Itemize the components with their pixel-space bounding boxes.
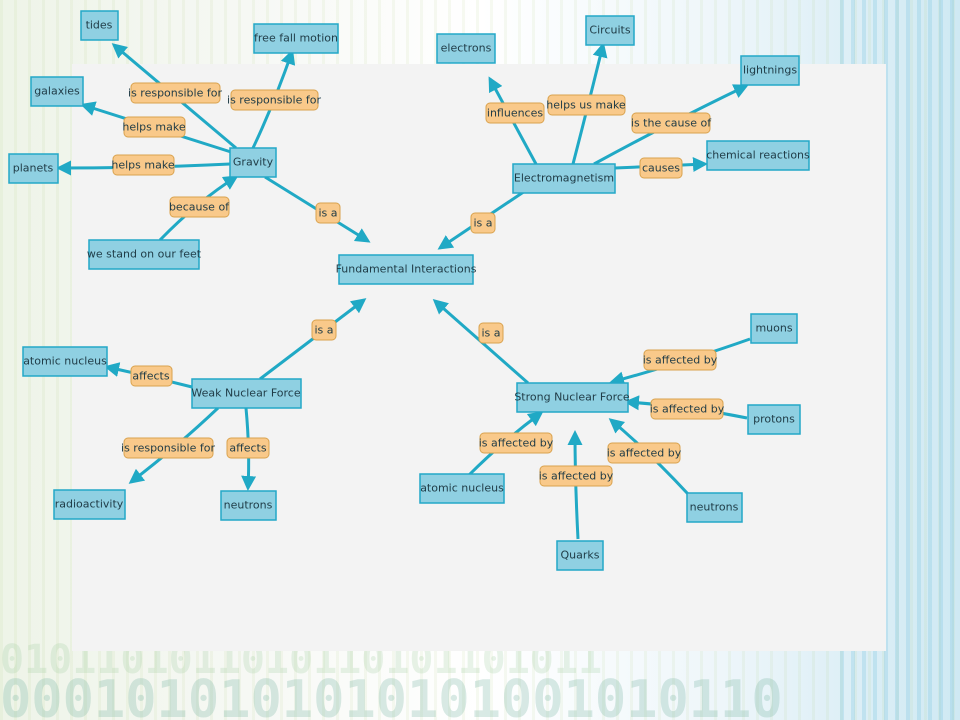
svg-text:Strong Nuclear Force: Strong Nuclear Force [514, 391, 630, 404]
svg-text:Circuits: Circuits [589, 24, 630, 37]
svg-text:atomic nucleus: atomic nucleus [420, 482, 504, 495]
concept-fundamental-interactions[interactable]: Fundamental Interactions [336, 254, 477, 285]
concept-galaxies[interactable]: galaxies [30, 76, 84, 107]
link-label-gravity-planets: helps make [111, 154, 175, 176]
concept-muons[interactable]: muons [750, 313, 798, 344]
svg-text:Fundamental Interactions: Fundamental Interactions [336, 263, 477, 276]
svg-text:Weak Nuclear Force: Weak Nuclear Force [191, 387, 300, 400]
svg-text:is a: is a [473, 217, 492, 230]
svg-text:is affected by: is affected by [650, 403, 725, 416]
concept-electrons[interactable]: electrons [436, 33, 496, 64]
svg-text:we stand on our feet: we stand on our feet [87, 248, 202, 261]
concept-map-panel: is a is a is a is a is responsible for i… [8, 10, 886, 651]
svg-text:because of: because of [169, 201, 230, 214]
link-label-weak-isa: is a [311, 319, 337, 341]
link-label-weak-neutrons: affects [226, 437, 270, 459]
svg-text:electrons: electrons [441, 42, 492, 55]
link-label-gravity-isa: is a [315, 202, 341, 224]
concept-atomic-nucleus-weak[interactable]: atomic nucleus [22, 346, 108, 377]
svg-text:is responsible for: is responsible for [227, 94, 321, 107]
svg-text:is affected by: is affected by [607, 447, 682, 460]
link-label-gravity-galaxies: helps make [122, 116, 186, 138]
concept-gravity[interactable]: Gravity [229, 147, 277, 178]
concept-strong-nuclear-force[interactable]: Strong Nuclear Force [514, 382, 630, 413]
concepts: Fundamental Interactions Gravity Electro… [8, 10, 810, 571]
link-labels: is a is a is a is a is responsible for i… [111, 82, 725, 487]
concept-radioactivity[interactable]: radioactivity [53, 489, 126, 520]
svg-text:neutrons: neutrons [690, 501, 739, 514]
concept-neutrons-strong[interactable]: neutrons [686, 492, 743, 523]
link-label-strong-atomic: is affected by [479, 432, 554, 454]
svg-text:causes: causes [642, 162, 680, 175]
svg-text:lightnings: lightnings [743, 64, 797, 77]
concept-lightnings[interactable]: lightnings [740, 55, 800, 86]
svg-text:Gravity: Gravity [233, 156, 274, 169]
concept-atomic-nucleus-strong[interactable]: atomic nucleus [419, 473, 505, 504]
svg-text:is affected by: is affected by [643, 354, 718, 367]
concept-electromagnetism[interactable]: Electromagnetism [512, 163, 616, 194]
link-label-strong-neutrons: is affected by [607, 442, 682, 464]
link-label-em-circuits: helps us make [546, 94, 626, 116]
link-label-em-lightnings: is the cause of [631, 112, 712, 134]
concept-protons[interactable]: protons [747, 404, 801, 435]
link-label-strong-quarks: is affected by [539, 465, 614, 487]
link-label-weak-atomic: affects [130, 365, 173, 387]
concept-we-stand-on-our-feet[interactable]: we stand on our feet [87, 239, 202, 270]
concept-free-fall-motion[interactable]: free fall motion [253, 23, 339, 54]
link-label-em-chemical: causes [639, 157, 683, 179]
binary-row-2: 0001010101010101001010110 [0, 670, 783, 720]
svg-text:chemical reactions: chemical reactions [706, 149, 810, 162]
svg-text:radioactivity: radioactivity [55, 498, 124, 511]
edge-weak-fundamental [259, 298, 367, 381]
svg-text:Quarks: Quarks [561, 549, 600, 562]
svg-text:neutrons: neutrons [224, 499, 273, 512]
link-label-strong-protons: is affected by [650, 398, 725, 420]
svg-text:is a: is a [481, 327, 500, 340]
svg-text:is a: is a [314, 324, 333, 337]
svg-text:is affected by: is affected by [539, 470, 614, 483]
svg-text:helps us make: helps us make [546, 99, 626, 112]
svg-text:atomic nucleus: atomic nucleus [23, 355, 107, 368]
concept-planets[interactable]: planets [8, 153, 59, 184]
svg-text:is affected by: is affected by [479, 437, 554, 450]
link-label-gravity-freefall: is responsible for [227, 89, 321, 111]
svg-text:affects: affects [132, 370, 169, 383]
link-label-strong-muons: is affected by [643, 349, 718, 371]
svg-text:affects: affects [229, 442, 266, 455]
concept-circuits[interactable]: Circuits [585, 15, 635, 46]
svg-text:Electromagnetism: Electromagnetism [514, 172, 614, 185]
svg-text:protons: protons [753, 413, 795, 426]
link-label-em-isa: is a [470, 212, 496, 234]
svg-text:helps make: helps make [122, 121, 185, 134]
concept-tides[interactable]: tides [80, 10, 119, 41]
link-label-weak-radio: is responsible for [121, 437, 215, 459]
svg-text:planets: planets [13, 162, 54, 175]
concept-weak-nuclear-force[interactable]: Weak Nuclear Force [191, 378, 302, 409]
link-label-em-electrons: influences [485, 102, 545, 124]
svg-text:is responsible for: is responsible for [128, 87, 222, 100]
concept-quarks[interactable]: Quarks [556, 540, 604, 571]
link-label-gravity-feet: because of [169, 196, 230, 218]
svg-text:is the cause of: is the cause of [631, 117, 712, 130]
svg-text:is a: is a [318, 207, 337, 220]
link-label-gravity-tides: is responsible for [128, 82, 222, 104]
svg-text:tides: tides [86, 19, 113, 32]
svg-text:influences: influences [487, 107, 543, 120]
svg-text:muons: muons [755, 322, 792, 335]
svg-text:galaxies: galaxies [34, 85, 80, 98]
svg-text:free fall motion: free fall motion [254, 32, 338, 45]
concept-chemical-reactions[interactable]: chemical reactions [706, 140, 810, 171]
svg-text:is responsible for: is responsible for [121, 442, 215, 455]
link-label-strong-isa: is a [478, 322, 504, 344]
concept-neutrons-weak[interactable]: neutrons [220, 490, 277, 521]
svg-text:helps make: helps make [111, 159, 174, 172]
